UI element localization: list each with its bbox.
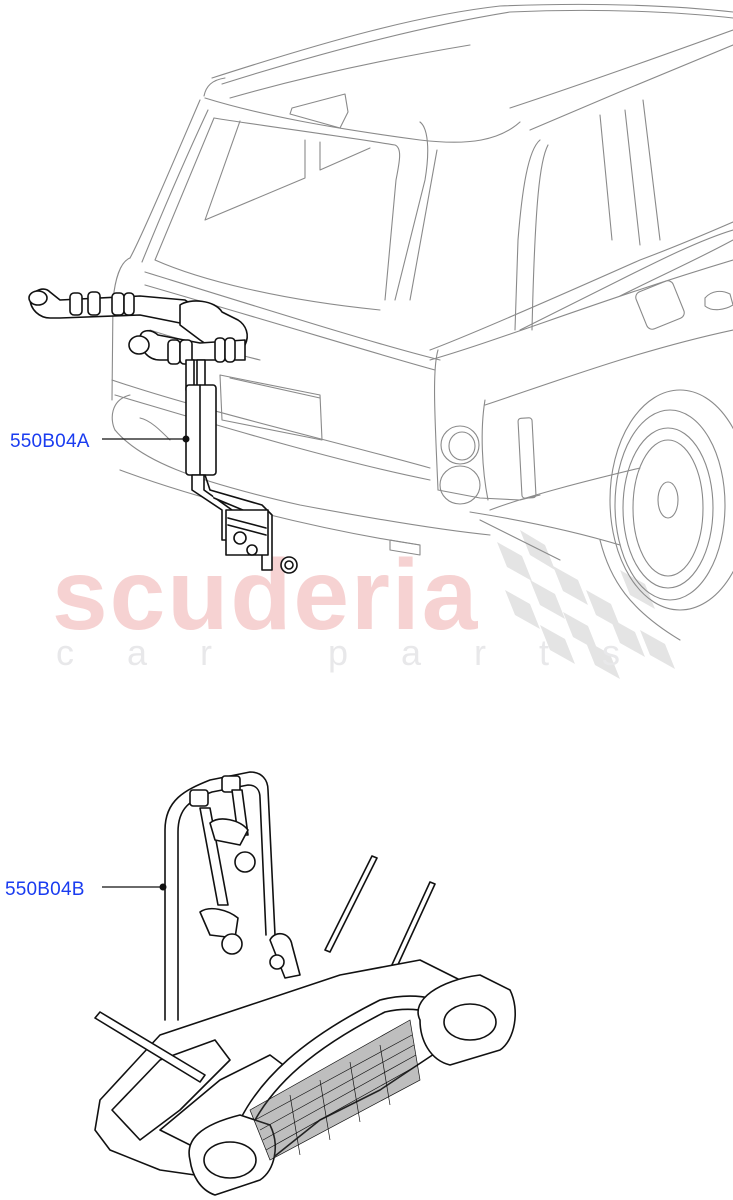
callout-550B04B[interactable]: 550B04B: [5, 879, 85, 900]
leader-dot-550B04A: [182, 435, 190, 443]
watermark-tagline: car parts: [56, 632, 674, 673]
callout-550B04A[interactable]: 550B04A: [10, 431, 90, 452]
leader-dot-550B04B: [159, 883, 167, 891]
